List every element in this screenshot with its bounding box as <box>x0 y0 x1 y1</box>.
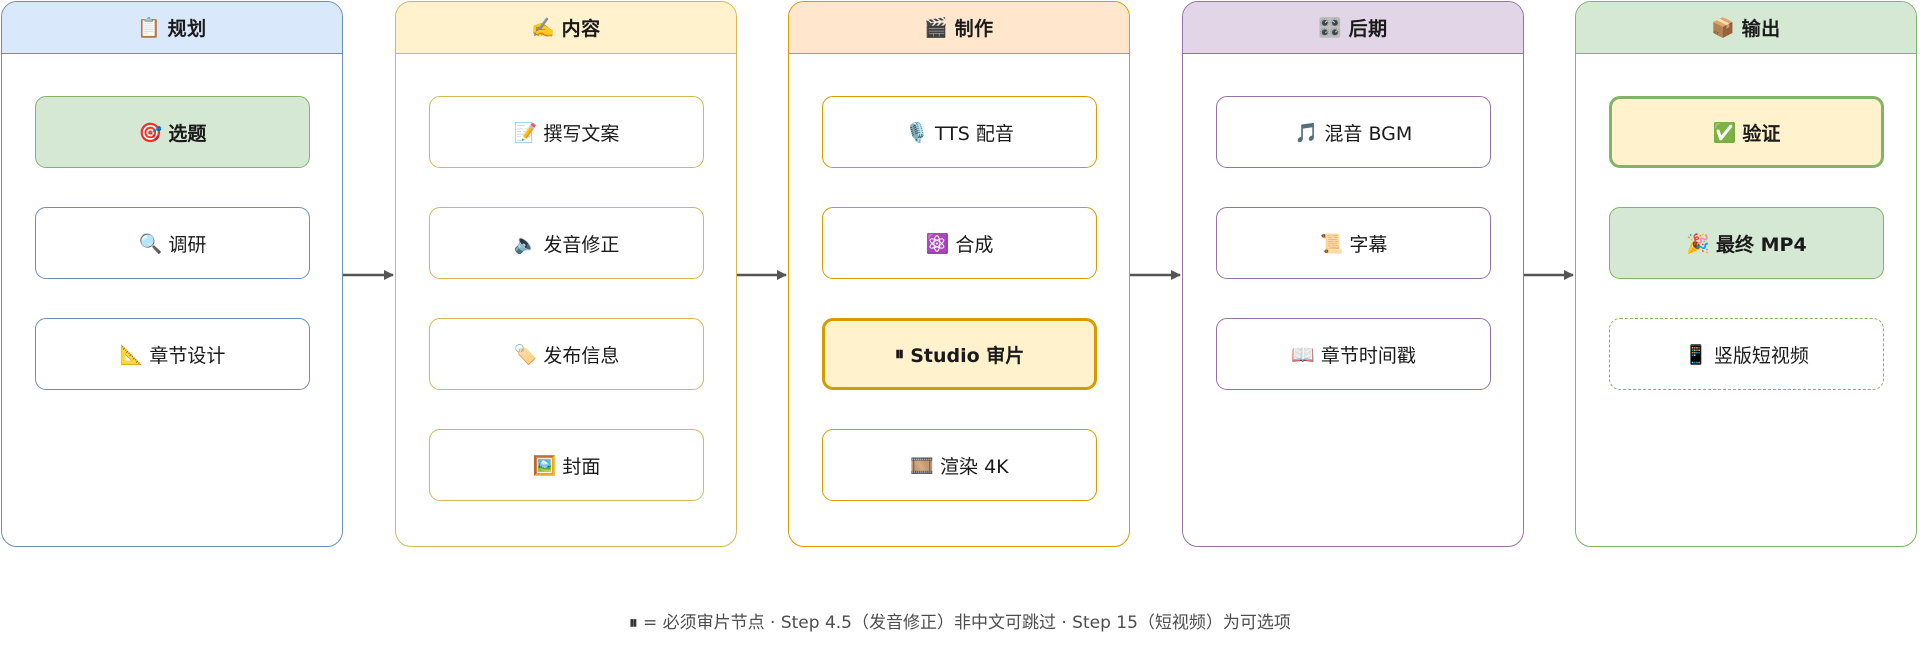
node-subtitles[interactable]: 📜 字幕 <box>1216 207 1491 279</box>
lane-output-title: 输出 <box>1741 18 1781 40</box>
check-mark-icon: ✅ <box>1712 121 1737 144</box>
music-note-icon: 🎵 <box>1294 121 1319 144</box>
lane-production-title: 制作 <box>954 18 994 40</box>
node-write-script[interactable]: 📝 撰写文案 <box>429 96 704 168</box>
lane-production: 🎬 制作 🎙️ TTS 配音 ⚛️ 合成 ⏸ Studio 审片 🎞️ 渲染 4… <box>788 1 1130 547</box>
atom-icon: ⚛️ <box>925 232 950 255</box>
clipboard-icon: 📋 <box>137 17 162 39</box>
pause-icon: ⏸ <box>894 343 905 365</box>
node-chapter-timestamps-label: 章节时间戳 <box>1320 344 1416 367</box>
node-tts-voiceover-label: TTS 配音 <box>934 122 1014 145</box>
node-topic[interactable]: 🎯 选题 <box>35 96 310 168</box>
lane-content-header: ✍️ 内容 <box>396 2 736 54</box>
writing-hand-icon: ✍️ <box>531 17 556 39</box>
node-studio-review-label: Studio 审片 <box>910 344 1025 367</box>
lane-planning-title: 规划 <box>167 18 207 40</box>
clapperboard-icon: 🎬 <box>924 17 949 39</box>
scroll-icon: 📜 <box>1319 232 1344 255</box>
lane-planning-header: 📋 规划 <box>2 2 342 54</box>
lane-production-header: 🎬 制作 <box>789 2 1129 54</box>
lane-post-title: 后期 <box>1348 18 1388 40</box>
node-compose[interactable]: ⚛️ 合成 <box>822 207 1097 279</box>
lane-content: ✍️ 内容 📝 撰写文案 🔈 发音修正 🏷️ 发布信息 🖼️ 封面 <box>395 1 737 547</box>
node-chapter-design-label: 章节设计 <box>149 344 226 367</box>
lane-content-title: 内容 <box>561 18 601 40</box>
speaker-icon: 🔈 <box>513 232 538 255</box>
node-mix-bgm-label: 混音 BGM <box>1324 122 1413 145</box>
node-publish-info[interactable]: 🏷️ 发布信息 <box>429 318 704 390</box>
memo-icon: 📝 <box>513 121 538 144</box>
target-icon: 🎯 <box>138 121 163 144</box>
node-mix-bgm[interactable]: 🎵 混音 BGM <box>1216 96 1491 168</box>
pause-icon: ⏸ <box>629 613 638 633</box>
party-popper-icon: 🎉 <box>1686 232 1710 255</box>
framed-picture-icon: 🖼️ <box>532 454 557 477</box>
node-studio-review[interactable]: ⏸ Studio 审片 <box>822 318 1097 390</box>
node-chapter-timestamps[interactable]: 📖 章节时间戳 <box>1216 318 1491 390</box>
node-cover-label: 封面 <box>562 455 601 478</box>
node-subtitles-label: 字幕 <box>1349 233 1388 256</box>
node-research-label: 调研 <box>168 233 207 256</box>
node-compose-label: 合成 <box>955 233 994 256</box>
magnifier-icon: 🔍 <box>138 232 163 255</box>
node-render-4k[interactable]: 🎞️ 渲染 4K <box>822 429 1097 501</box>
triangle-ruler-icon: 📐 <box>119 343 144 366</box>
control-knobs-icon: 🎛️ <box>1318 17 1343 39</box>
legend-text: = 必须审片节点 · Step 4.5（发音修正）非中文可跳过 · Step 1… <box>642 613 1291 633</box>
lane-output-header: 📦 输出 <box>1576 2 1916 54</box>
package-icon: 📦 <box>1711 17 1736 39</box>
node-publish-info-label: 发布信息 <box>543 344 620 367</box>
label-tag-icon: 🏷️ <box>513 343 538 366</box>
node-render-4k-label: 渲染 4K <box>940 455 1009 478</box>
legend-note: ⏸ = 必须审片节点 · Step 4.5（发音修正）非中文可跳过 · Step… <box>0 608 1920 633</box>
node-final-mp4-label: 最终 MP4 <box>1716 233 1807 256</box>
film-frames-icon: 🎞️ <box>910 454 935 477</box>
node-pronunciation-fix-label: 发音修正 <box>543 233 620 256</box>
node-vertical-short[interactable]: 📱 竖版短视频 <box>1609 318 1884 390</box>
mobile-phone-icon: 📱 <box>1684 343 1708 366</box>
lane-post-header: 🎛️ 后期 <box>1183 2 1523 54</box>
microphone-icon: 🎙️ <box>905 121 929 144</box>
node-topic-label: 选题 <box>168 122 207 145</box>
node-research[interactable]: 🔍 调研 <box>35 207 310 279</box>
lane-post: 🎛️ 后期 🎵 混音 BGM 📜 字幕 📖 章节时间戳 <box>1182 1 1524 547</box>
node-pronunciation-fix[interactable]: 🔈 发音修正 <box>429 207 704 279</box>
lane-output: 📦 输出 ✅ 验证 🎉 最终 MP4 📱 竖版短视频 <box>1575 1 1917 547</box>
node-cover[interactable]: 🖼️ 封面 <box>429 429 704 501</box>
node-vertical-short-label: 竖版短视频 <box>1713 344 1809 367</box>
node-final-mp4[interactable]: 🎉 最终 MP4 <box>1609 207 1884 279</box>
open-book-icon: 📖 <box>1291 343 1315 366</box>
node-chapter-design[interactable]: 📐 章节设计 <box>35 318 310 390</box>
node-tts-voiceover[interactable]: 🎙️ TTS 配音 <box>822 96 1097 168</box>
node-verify[interactable]: ✅ 验证 <box>1609 96 1884 168</box>
lane-planning: 📋 规划 🎯 选题 🔍 调研 📐 章节设计 <box>1 1 343 547</box>
node-verify-label: 验证 <box>1742 122 1781 145</box>
node-write-script-label: 撰写文案 <box>543 122 620 145</box>
